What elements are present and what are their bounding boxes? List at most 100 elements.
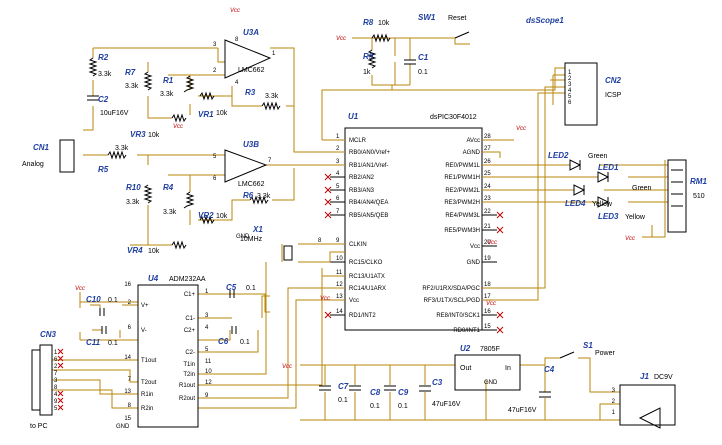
max232-pin-name-1: C1+ [184, 292, 196, 298]
label-parts-r10-val: 3.3k [126, 199, 140, 206]
label-parts-vr2-ref: VR2 [198, 211, 214, 220]
label-parts-r5-ref: R5 [98, 165, 109, 174]
label-parts-r1-val: 3.3k [160, 91, 174, 98]
label-parts-c4-ref: C4 [544, 365, 555, 374]
mcu-part: dsPIC30F4012 [430, 114, 477, 121]
label-parts-r9-val: 1k [363, 69, 371, 76]
mcu-pin-name-13: Vcc [349, 298, 359, 304]
cn2-pin-5: 5 [568, 94, 572, 100]
label-parts-cn1-ref: CN1 [33, 143, 50, 152]
label-parts-led1-ref: LED1 [598, 163, 619, 172]
label-parts-led2-ref: LED2 [548, 151, 569, 160]
label-power-vcc: Vcc [486, 301, 496, 307]
mcu-pin-name-19: GND [467, 260, 481, 266]
no-connect-mark [496, 311, 504, 319]
max232-pin-name-12: R1out [179, 383, 195, 389]
label-parts-r2-val: 3.3k [98, 71, 112, 78]
capacitor-c9-graphic [384, 385, 396, 391]
cn3-pin-8: 8 [54, 385, 58, 391]
trimmer-vr3-graphic [171, 113, 187, 123]
mcu-pin-num-25: 25 [484, 171, 491, 177]
capacitor-c11-graphic [101, 326, 107, 334]
label-opamp_a-p1: 1 [272, 51, 276, 57]
no-connect-mark [496, 226, 504, 234]
label-parts-c2-ref: C2 [98, 95, 109, 104]
connector-cn2-graphic [564, 62, 598, 126]
no-connect-mark [57, 397, 64, 404]
label-parts-c5-val: 0.1 [246, 285, 256, 292]
no-connect-mark [496, 326, 504, 334]
mcu-pin-name-12: RC14/U1ARX [349, 286, 386, 292]
mcu-pin-num-17: 17 [484, 294, 491, 300]
switch-s1-graphic [559, 351, 575, 359]
label-power-vcc: Vcc [336, 36, 346, 42]
label-parts-vr1-val: 10k [216, 110, 228, 117]
mcu-right-pins: 28AVcc27AGND26RE0/PWM1L25RE1/PWM1H24RE2/… [422, 134, 504, 334]
label-parts-c8-val: 0.1 [370, 403, 380, 410]
label-parts-c11-val: 0.1 [108, 340, 118, 347]
label-parts-c6-val: 0.1 [240, 339, 250, 346]
resistor-r1-graphic [183, 75, 195, 93]
no-connect-mark [57, 362, 64, 369]
label-parts-cn3-val: to PC [30, 423, 48, 430]
label-opamp_a-p2: 2 [213, 68, 217, 74]
cn3-pin-4: 4 [54, 392, 58, 398]
label-parts-rm1-val: 510 [693, 193, 705, 200]
mcu-gnd-pin-8: 8 [318, 238, 322, 244]
label-parts-j1-ref: J1 [640, 372, 649, 381]
cn3-pin-1: 1 [54, 350, 58, 356]
resistor-r9-graphic [367, 49, 377, 69]
vcc-labels: Vcc Vcc Vcc Vcc Vcc Vcc Vcc Vcc Vcc Vcc … [75, 8, 635, 430]
max232-pin-name-7: T2out [141, 380, 157, 386]
mcu-pin-num-14: 14 [336, 309, 343, 315]
max232-pin-name-2: V+ [141, 303, 149, 309]
label-parts-r1-ref: R1 [163, 76, 174, 85]
label-parts-c1-val: 0.1 [418, 69, 428, 76]
label-parts-led4-ref: LED4 [565, 199, 586, 208]
cn2-pin-2: 2 [568, 76, 572, 82]
mcu-pin-num-18: 18 [484, 282, 491, 288]
cn2-pin-4: 4 [568, 88, 572, 94]
regulator-u2-graphic [454, 354, 521, 391]
switch-sw1-graphic [454, 31, 470, 39]
label-parts-c10-val: 0.1 [108, 297, 118, 304]
label-power-vcc: Vcc [625, 236, 635, 242]
label-max232-gnd: GND [116, 424, 130, 430]
max232-u4-graphic [137, 284, 199, 428]
label-power-vcc: Vcc [282, 364, 292, 370]
led-led2-graphic [569, 159, 582, 171]
label-reg-ref: U2 [460, 344, 471, 353]
label-max232-ref: U4 [148, 274, 159, 283]
labels: U3A LMC662 3 2 1 8 4 U3B LMC662 5 6 7 R2… [22, 13, 707, 430]
mcu-ref: U1 [348, 112, 359, 121]
connector-cn1-graphic [59, 139, 75, 173]
opamp-b-ref: U3B [243, 140, 259, 149]
capacitor-c10-graphic [99, 308, 105, 316]
label-parts-r10-ref: R10 [126, 183, 141, 192]
trimmer-vr4-graphic [171, 240, 187, 250]
max232-pin-name-13: R1in [141, 392, 153, 398]
max232-pin-num-2: 2 [128, 300, 132, 306]
max232-pin-name-8: R2in [141, 406, 153, 412]
mcu-pin-num-3: 3 [336, 159, 340, 165]
max232-pin-num-16: 16 [124, 282, 131, 288]
cn3-pin-6: 6 [54, 357, 58, 363]
mcu-pin-num-22: 22 [484, 209, 491, 215]
j1-pin-1: 1 [612, 410, 616, 416]
resistor-r5-graphic [107, 150, 127, 160]
label-parts-c3-ref: C3 [432, 378, 443, 387]
trimmer-vr2-graphic [199, 215, 215, 225]
label-parts-r8-ref: R8 [363, 18, 374, 27]
resistor-r10-graphic [143, 184, 153, 204]
opamp-a-part: LMC662 [238, 67, 265, 74]
label-power-vcc: Vcc [487, 240, 497, 246]
label-reg-gnd: GND [484, 380, 498, 386]
max232-pin-num-9: 9 [205, 393, 209, 399]
mcu-pin-num-21: 21 [484, 224, 491, 230]
max232-pin-name-6: V- [141, 328, 147, 334]
resistor-r2-graphic [88, 57, 98, 77]
opamp-u3b-graphic [224, 149, 268, 183]
connector-cn3-graphic [31, 344, 53, 416]
capacitor-c2-graphic [87, 95, 99, 101]
